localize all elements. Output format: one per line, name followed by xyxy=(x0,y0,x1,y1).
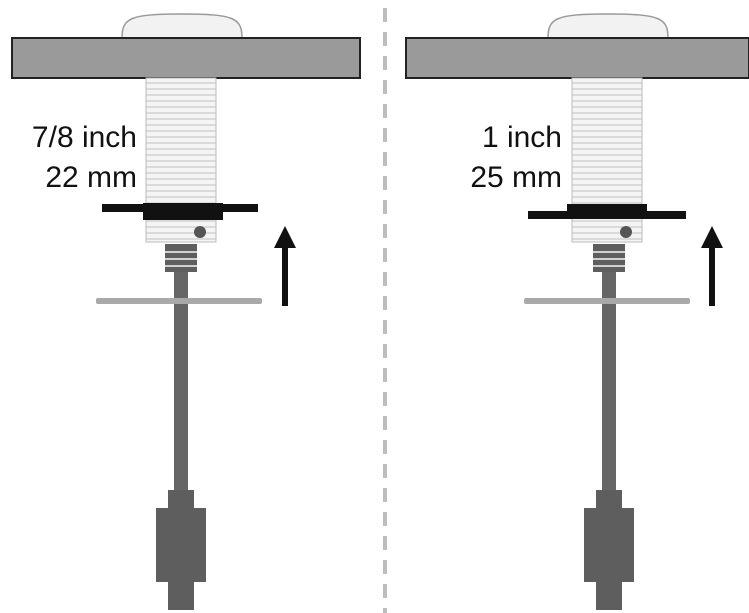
usb-connector-icon xyxy=(156,490,206,610)
arrow-up-icon xyxy=(274,226,296,306)
right-size-label: 1 inch 25 mm xyxy=(470,118,562,198)
left-size-inch: 7/8 inch xyxy=(31,121,137,154)
left-size-label: 7/8 inch 22 mm xyxy=(32,118,137,198)
mounting-surface xyxy=(11,37,361,79)
set-screw xyxy=(620,226,632,238)
right-size-inch: 1 inch xyxy=(481,121,562,154)
right-panel-illustration xyxy=(405,13,749,610)
gasket xyxy=(524,298,690,304)
mount-cap xyxy=(547,13,669,39)
cable xyxy=(602,272,616,492)
gasket xyxy=(96,298,262,304)
mounting-surface xyxy=(405,37,749,79)
usb-connector-icon xyxy=(584,490,634,610)
mounting-plate xyxy=(528,211,686,219)
mount-cap xyxy=(121,13,243,39)
left-panel-illustration xyxy=(11,13,361,610)
left-size-mm: 22 mm xyxy=(45,161,137,194)
right-size-mm: 25 mm xyxy=(470,161,562,194)
arrow-up-icon xyxy=(701,226,723,306)
set-screw xyxy=(194,226,206,238)
cable xyxy=(174,272,188,492)
mounting-plate xyxy=(102,204,258,212)
